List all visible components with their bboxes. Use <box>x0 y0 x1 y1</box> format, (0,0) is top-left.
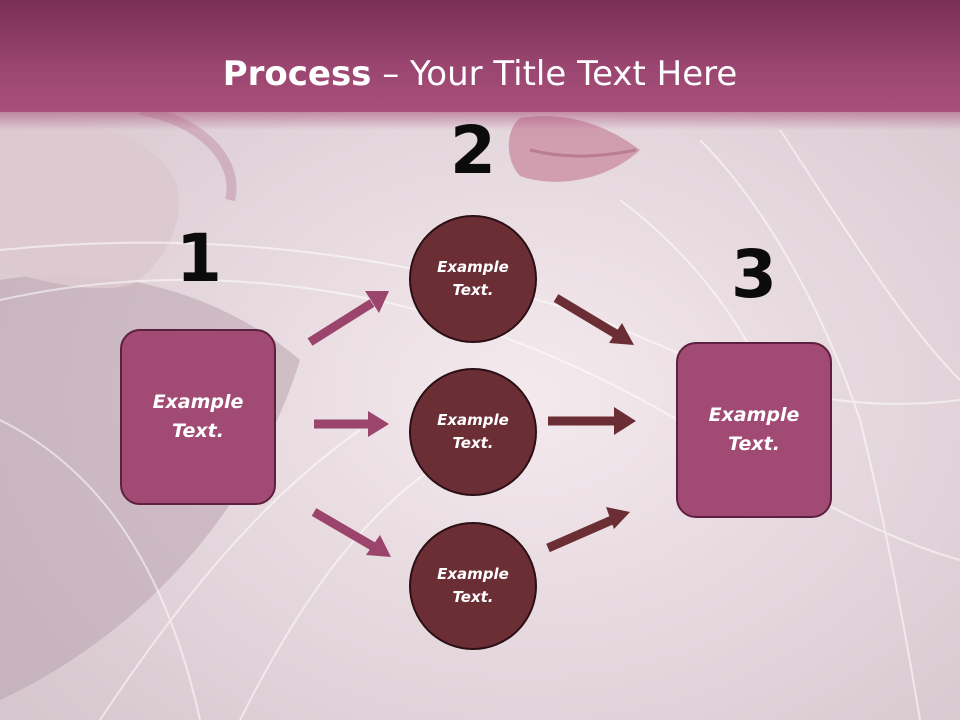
step-number-2: 2 <box>450 112 496 189</box>
left-text-box: Example Text. <box>120 329 276 505</box>
step-number-3: 3 <box>731 236 777 313</box>
title-rest: – Your Title Text Here <box>371 54 738 94</box>
circle-middle: Example Text. <box>409 368 537 496</box>
circle-top: Example Text. <box>409 215 537 343</box>
title-bar <box>0 0 960 130</box>
circle-top-text: Example Text. <box>437 258 509 299</box>
title-bold: Process <box>222 54 372 94</box>
circle-bottom-text: Example Text. <box>437 565 509 606</box>
circle-middle-text: Example Text. <box>437 411 509 452</box>
right-text-box: Example Text. <box>676 342 832 518</box>
right-box-text: Example Text. <box>708 404 800 455</box>
left-box-text: Example Text. <box>152 391 244 442</box>
step-number-1: 1 <box>176 220 222 297</box>
slide-title: Process – Your Title Text Here <box>0 52 960 96</box>
circle-bottom: Example Text. <box>409 522 537 650</box>
